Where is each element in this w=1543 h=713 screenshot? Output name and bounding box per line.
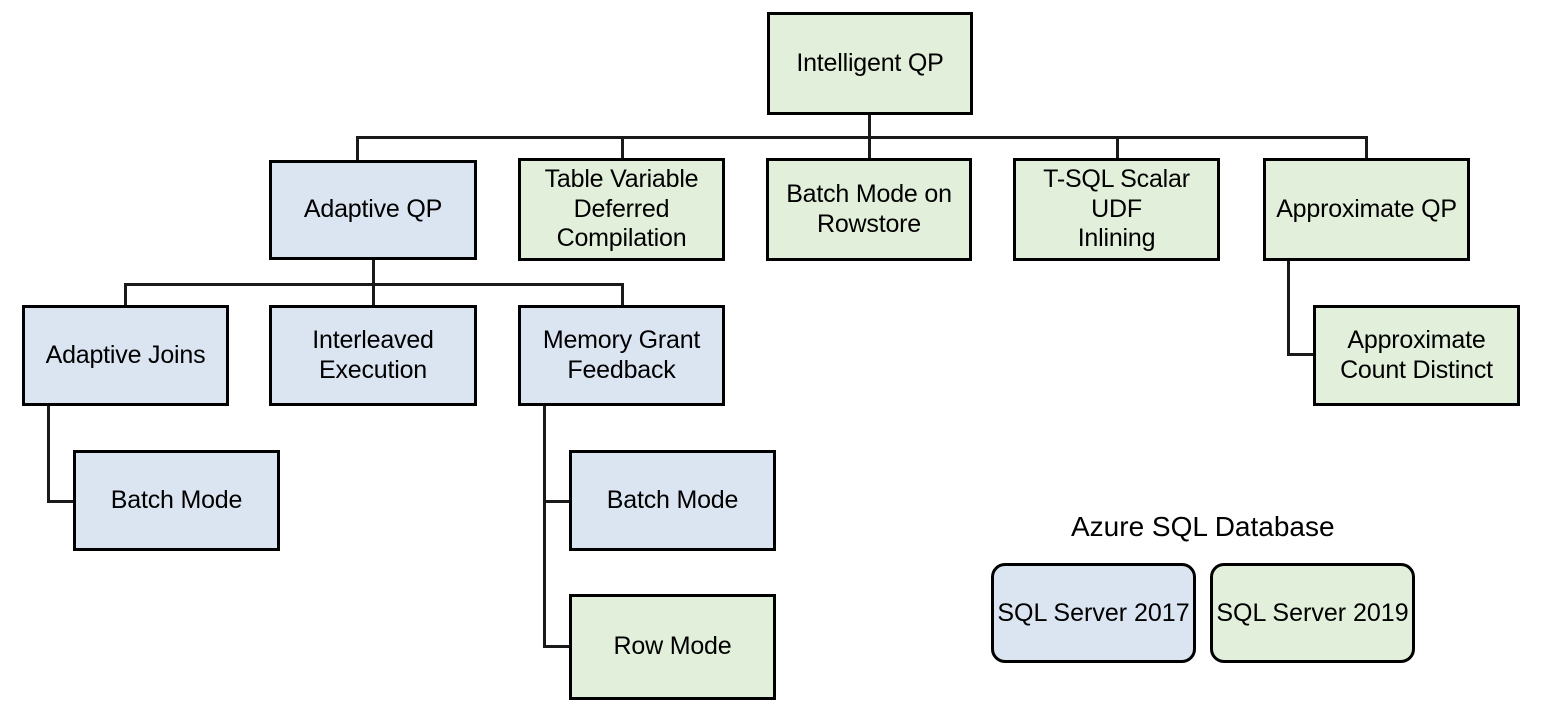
- edge-aj-down: [47, 406, 50, 502]
- node-label: Approximate QP: [1276, 194, 1457, 223]
- edge-mgf-to-row: [543, 645, 571, 648]
- node-adaptive-qp[interactable]: Adaptive QP: [269, 160, 477, 260]
- edge-to-adaptive-qp: [356, 136, 359, 162]
- node-label: Table Variable Deferred Compilation: [544, 165, 699, 253]
- legend-item-label: SQL Server 2019: [1216, 598, 1409, 627]
- edge-aqp-to-count: [1287, 353, 1315, 356]
- edge-to-table-var: [621, 136, 624, 160]
- node-label: Adaptive Joins: [45, 340, 206, 369]
- node-mgf-row-mode[interactable]: Row Mode: [569, 594, 776, 700]
- edge-to-batch-rows: [868, 136, 871, 160]
- node-label: Row Mode: [613, 632, 732, 661]
- edge-to-tsql-udf: [1116, 136, 1119, 160]
- legend-item-label: SQL Server 2017: [997, 598, 1190, 627]
- node-label: Approximate Count Distinct: [1340, 326, 1493, 384]
- node-table-variable[interactable]: Table Variable Deferred Compilation: [518, 158, 725, 261]
- edge-aqp-down: [1287, 261, 1290, 356]
- legend-title: Azure SQL Database: [1071, 511, 1335, 542]
- node-intelligent-qp[interactable]: Intelligent QP: [767, 12, 973, 115]
- edge-row2-bus: [356, 136, 1367, 139]
- node-label: Batch Mode: [110, 485, 243, 514]
- node-batch-mode-rowstore[interactable]: Batch Mode on Rowstore: [766, 158, 972, 261]
- node-mgf-batch-mode[interactable]: Batch Mode: [569, 450, 776, 551]
- node-label: T-SQL Scalar UDF Inlining: [1043, 165, 1190, 253]
- node-adaptive-joins[interactable]: Adaptive Joins: [22, 305, 229, 406]
- node-label: Adaptive QP: [303, 195, 443, 224]
- node-approximate-qp[interactable]: Approximate QP: [1263, 158, 1470, 261]
- node-label: Interleaved Execution: [312, 326, 434, 384]
- edge-aqp-stem: [372, 260, 375, 286]
- node-adaptive-joins-batch[interactable]: Batch Mode: [73, 450, 280, 551]
- legend-item-sql-server-2019[interactable]: SQL Server 2019: [1210, 563, 1415, 663]
- node-tsql-scalar-udf[interactable]: T-SQL Scalar UDF Inlining: [1013, 158, 1220, 261]
- edge-to-interleaved: [372, 283, 375, 308]
- node-label: Memory Grant Feedback: [542, 326, 701, 384]
- edge-aj-to-batch: [47, 500, 75, 503]
- node-label: Batch Mode on Rowstore: [786, 180, 952, 238]
- edge-to-approx-qp: [1365, 136, 1368, 160]
- edge-to-mgf: [621, 283, 624, 308]
- node-interleaved-execution[interactable]: Interleaved Execution: [269, 305, 477, 406]
- edge-iqp-stem: [868, 115, 871, 138]
- node-approximate-count[interactable]: Approximate Count Distinct: [1313, 305, 1520, 406]
- node-memory-grant-feedback[interactable]: Memory Grant Feedback: [518, 305, 725, 406]
- edge-mgf-to-batch: [543, 500, 571, 503]
- edge-mgf-down: [543, 406, 546, 647]
- node-label: Batch Mode: [606, 485, 739, 514]
- edge-to-adaptive-join: [124, 283, 127, 308]
- legend-item-sql-server-2017[interactable]: SQL Server 2017: [991, 563, 1196, 663]
- node-label: Intelligent QP: [796, 48, 944, 77]
